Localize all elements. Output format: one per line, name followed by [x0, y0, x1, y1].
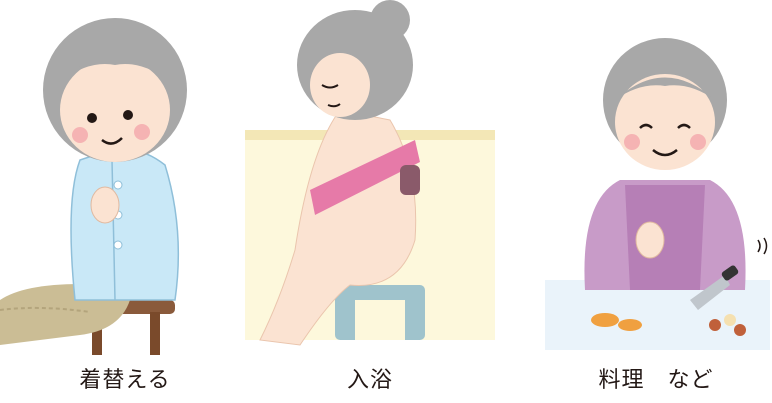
- towel: [310, 140, 420, 215]
- activity-dressing: 着替える: [0, 0, 250, 403]
- hand: [635, 221, 665, 259]
- apron: [625, 185, 705, 290]
- face: [615, 74, 715, 170]
- face: [60, 58, 170, 162]
- caption-dressing: 着替える: [79, 368, 171, 393]
- activity-bathing: 入浴: [240, 0, 500, 403]
- knife-icon: [690, 275, 730, 310]
- activity-cooking: 料理 など: [540, 0, 772, 403]
- hand: [90, 186, 120, 224]
- cooking-illustration: [545, 38, 770, 350]
- cutting-board: [545, 280, 770, 350]
- caption-bathing: 入浴: [346, 368, 393, 393]
- caption-cooking: 料理 など: [598, 368, 714, 393]
- shirt: [70, 148, 180, 301]
- dressing-illustration: [0, 18, 187, 355]
- bathing-illustration: [245, 0, 495, 346]
